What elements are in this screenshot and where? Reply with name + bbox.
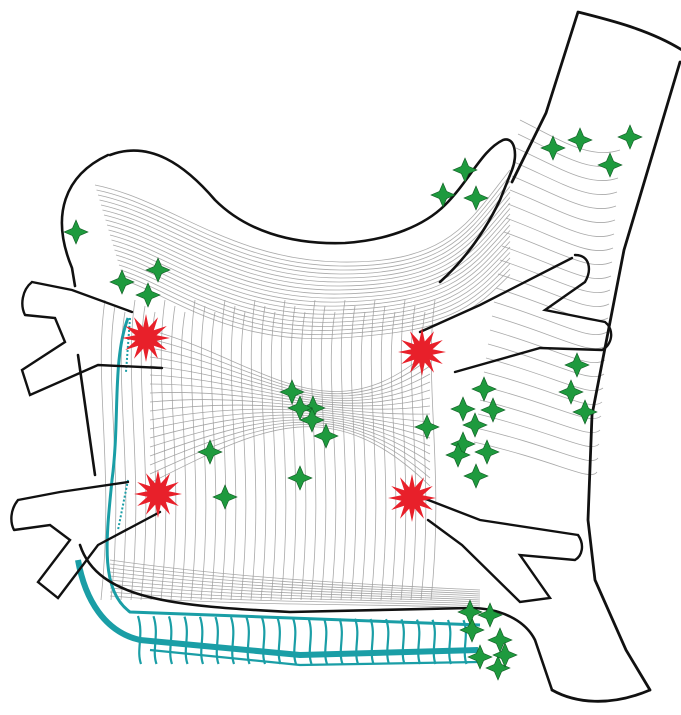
fiber-line — [361, 312, 366, 600]
green-star-icon — [472, 377, 496, 401]
fiber-line — [311, 300, 316, 600]
vessel-rung — [464, 620, 467, 664]
fiber-line — [500, 260, 610, 293]
fiber-line — [161, 300, 166, 600]
fiber-line — [106, 209, 511, 291]
fiber-line — [241, 312, 246, 600]
vessel-rung — [247, 617, 250, 664]
fiber-line — [221, 300, 226, 600]
fiber-line — [150, 424, 430, 478]
vessel-rung — [386, 619, 389, 664]
green-star-icon — [453, 158, 477, 182]
green-star-icon — [481, 398, 505, 422]
vessel-rung — [200, 617, 203, 664]
green-star-icon — [463, 413, 487, 437]
fiber-strands — [95, 120, 620, 608]
green-star-icon — [541, 136, 565, 160]
fiber-line — [341, 300, 346, 600]
green-star-icon — [288, 466, 312, 490]
fiber-line — [124, 275, 511, 339]
fiber-line — [101, 300, 106, 600]
green-star-icon — [464, 464, 488, 488]
green-star-icon — [559, 380, 583, 404]
fiber-line — [271, 312, 276, 600]
fiber-line — [506, 218, 613, 251]
green-star-icon — [415, 415, 439, 439]
fiber-line — [508, 204, 614, 237]
fiber-line — [351, 306, 356, 600]
fiber-line — [281, 300, 286, 600]
fiber-line — [115, 242, 511, 315]
lower-right-branch — [418, 496, 582, 602]
large-vessel-tube — [512, 12, 681, 701]
red-burst-icon — [134, 470, 182, 518]
fiber-line — [498, 274, 609, 307]
vessel-dotted — [118, 480, 128, 530]
fiber-line — [381, 306, 386, 600]
green-star-icon — [488, 628, 512, 652]
fiber-line — [484, 372, 602, 405]
fiber-line — [231, 306, 236, 600]
vessel-rung — [433, 620, 436, 664]
fiber-line — [121, 312, 126, 600]
green-star-icon — [618, 125, 642, 149]
green-star-icon — [213, 485, 237, 509]
green-star-icon — [475, 440, 499, 464]
fiber-line — [101, 192, 510, 278]
fiber-line — [371, 300, 376, 600]
fiber-line — [504, 232, 612, 265]
red-burst-icon — [398, 328, 446, 376]
vessel-rung — [448, 620, 451, 664]
vessel-rung — [185, 617, 188, 664]
green-star-icon — [464, 186, 488, 210]
vessel-rung — [355, 619, 358, 664]
fiber-line — [301, 312, 306, 600]
fiber-line — [331, 312, 336, 600]
fiber-line — [401, 300, 406, 600]
fiber-line — [171, 306, 176, 600]
vessel-rung — [262, 618, 265, 664]
vessel-rung — [340, 619, 343, 664]
green-star-icon — [598, 153, 622, 177]
fiber-line — [150, 422, 430, 470]
vessel-rung — [417, 620, 420, 664]
green-star-icon — [478, 603, 502, 627]
fiber-line — [486, 358, 603, 391]
fiber-line — [251, 300, 256, 600]
green-star-icon — [451, 397, 475, 421]
fiber-line — [261, 306, 266, 600]
green-star-icon — [64, 220, 88, 244]
vessel-rung — [371, 619, 374, 664]
green-star-icon — [568, 128, 592, 152]
tissue-body-outline — [62, 139, 552, 690]
fiber-line — [502, 246, 611, 279]
vessel-rung — [402, 619, 405, 664]
fiber-line — [321, 306, 326, 600]
fiber-line — [291, 306, 296, 600]
vessel-rung — [231, 617, 234, 664]
vessel-rung — [278, 618, 281, 664]
green-star-icon — [431, 183, 455, 207]
green-star-icon — [198, 440, 222, 464]
